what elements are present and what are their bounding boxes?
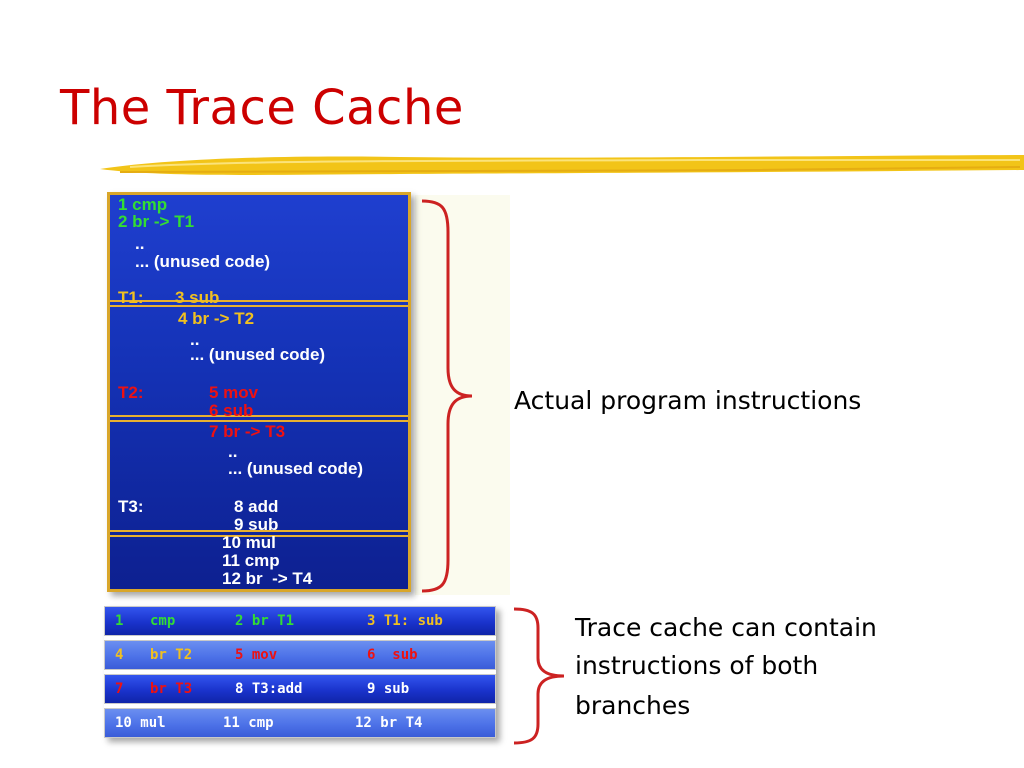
right-curly-brace-icon — [513, 607, 565, 745]
code-line: .. — [190, 330, 200, 349]
trace-cache-row: 7 br T3 8 T3:add 9 sub — [104, 674, 496, 704]
trace-cell: 4 — [115, 647, 124, 663]
code-line: 1 cmp — [118, 195, 168, 214]
right-curly-brace-icon — [421, 199, 473, 593]
program-instructions-label: Actual program instructions — [514, 386, 862, 415]
trace-cell: br T2 — [150, 647, 193, 663]
block-separator — [110, 300, 408, 307]
trace-cell: 8 T3:add — [235, 681, 303, 697]
code-line: 3 sub — [175, 288, 220, 307]
trace-cache-label-line2: instructions of both — [575, 651, 819, 680]
code-line: ... (unused code) — [135, 252, 271, 271]
trace-cell: br T3 — [150, 681, 193, 697]
code-line: 12 br -> T4 — [222, 569, 313, 588]
trace-cell: 6 sub — [367, 647, 418, 663]
slide-title: The Trace Cache — [60, 80, 464, 136]
trace-cell: 10 mul — [115, 715, 166, 731]
block-separator — [110, 530, 408, 537]
trace-cell: 9 sub — [367, 681, 410, 697]
code-line: 8 add — [234, 497, 279, 516]
code-listing-panel: 1 cmp 2 br -> T1 .. ... (unused code) T1… — [107, 192, 411, 592]
title-underline-decoration — [100, 155, 1024, 175]
code-line: ... (unused code) — [190, 345, 326, 364]
code-line: 7 br -> T3 — [209, 422, 286, 441]
code-line: .. — [228, 442, 238, 461]
trace-cell: 11 cmp — [223, 715, 274, 731]
code-line: 6 sub — [209, 401, 254, 420]
code-label: T3: — [118, 497, 144, 516]
trace-cell: 1 — [115, 613, 124, 629]
code-label: T2: — [118, 383, 144, 402]
trace-cache-table: 1 cmp 2 br T1 3 T1: sub 4 br T2 5 mov 6 … — [104, 606, 496, 738]
code-label: T1: — [118, 288, 144, 307]
code-line: 5 mov — [209, 383, 259, 402]
code-line: .. — [135, 234, 145, 253]
trace-cell: 2 br T1 — [235, 613, 295, 629]
trace-cache-row: 4 br T2 5 mov 6 sub — [104, 640, 496, 670]
trace-cell: 5 mov — [235, 647, 278, 663]
trace-cell: cmp — [150, 613, 176, 629]
block-separator — [110, 415, 408, 422]
trace-cell: 12 br T4 — [355, 715, 423, 731]
trace-cache-row: 1 cmp 2 br T1 3 T1: sub — [104, 606, 496, 636]
code-line: 2 br -> T1 — [118, 212, 195, 231]
trace-cell: 3 T1: sub — [367, 613, 443, 629]
trace-cache-label-line1: Trace cache can contain — [575, 613, 877, 642]
code-line: 4 br -> T2 — [178, 309, 255, 328]
code-line: 11 cmp — [222, 551, 280, 570]
code-line: 10 mul — [222, 533, 276, 552]
code-line: ... (unused code) — [228, 459, 364, 478]
trace-cell: 7 — [115, 681, 124, 697]
trace-cache-label-line3: branches — [575, 691, 691, 720]
trace-cache-row: 10 mul 11 cmp 12 br T4 — [104, 708, 496, 738]
code-line: 9 sub — [234, 515, 279, 534]
